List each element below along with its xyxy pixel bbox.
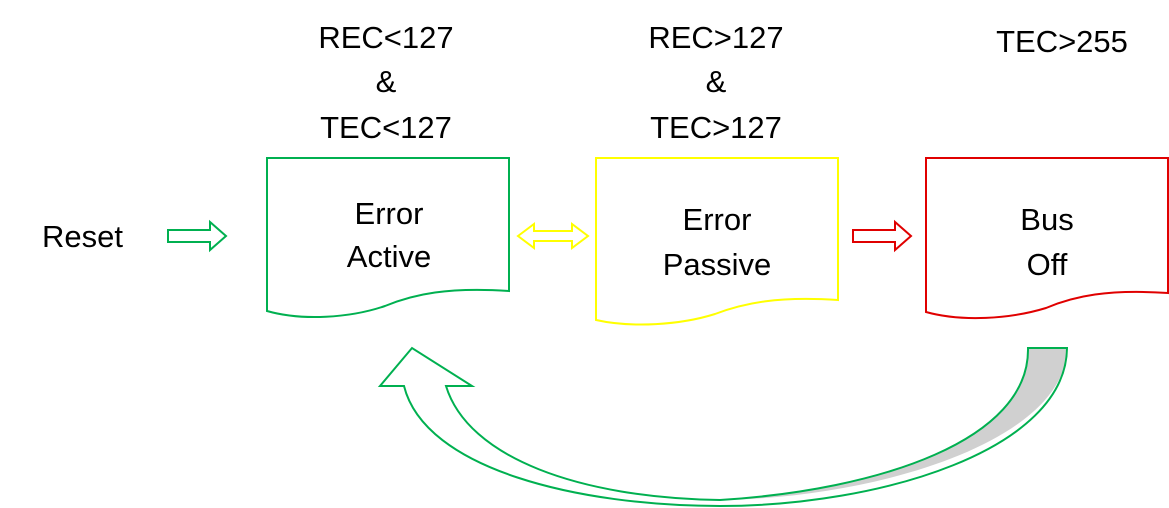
condition-bus-off-line1: TEC>255 [996,24,1128,59]
condition-error-passive-line1: REC>127 [648,20,783,55]
reset-arrow [167,219,228,253]
passive-busoff-arrow [852,219,913,253]
error-active-state[interactable] [266,157,510,319]
return-arrow-shade [720,348,1067,500]
condition-error-active-line3: TEC<127 [320,110,452,145]
busoff-return-arrow [377,346,1069,508]
bus-off-label-line1: Bus [1020,202,1073,237]
error-active-label-line1: Error [355,196,424,231]
error-active-label-line2: Active [347,239,431,274]
return-arrow-outline [377,346,1069,508]
bus-off-label-line2: Off [1027,247,1068,282]
error-passive-label-line1: Error [683,202,752,237]
condition-bus-off: TEC>255 [996,24,1128,59]
condition-error-passive-line3: TEC>127 [650,110,782,145]
error-passive-state[interactable] [595,157,839,326]
bus-off-state[interactable] [925,157,1169,320]
condition-error-passive: REC>127 & TEC>127 [648,20,783,145]
condition-error-passive-line2: & [706,64,727,99]
active-passive-double-arrow [516,222,590,250]
error-passive-label-line2: Passive [663,247,772,282]
condition-error-active: REC<127 & TEC<127 [318,20,453,145]
reset-label: Reset [42,219,123,254]
condition-error-active-line1: REC<127 [318,20,453,55]
condition-error-active-line2: & [376,64,397,99]
